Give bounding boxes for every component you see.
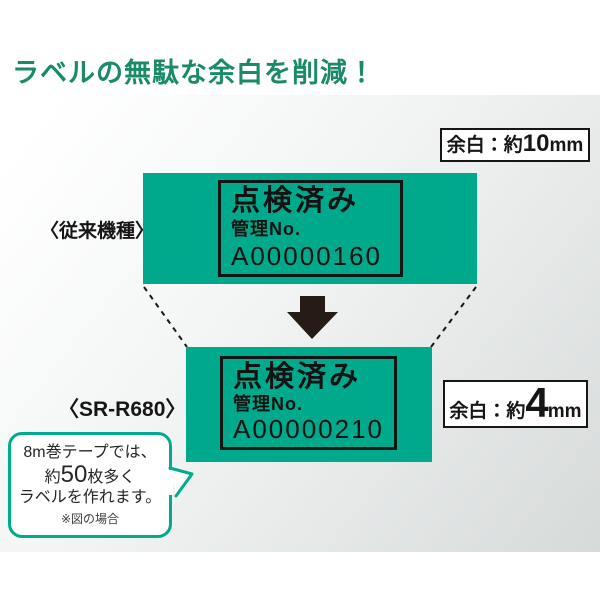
margin-note-old-unit: mm xyxy=(549,135,584,156)
bubble-tail-mask xyxy=(169,470,173,495)
label-old-line3: A00000160 xyxy=(231,240,383,271)
margin-note-old-prefix: 余白：約 xyxy=(446,135,523,156)
callout-line1: 8m巻テープでは、 xyxy=(23,444,157,461)
label-new-line1: 点検済み xyxy=(233,361,362,393)
machine-name-old: 〈従来機種〉 xyxy=(39,221,154,242)
margin-note-old-value: 10 xyxy=(522,130,550,157)
callout-bubble: 8m巻テープでは、 約50枚多く ラベルを作れます。 ※図の場合 xyxy=(8,432,172,538)
tape-new-model: 点検済み 管理No. A00000210 xyxy=(186,347,432,462)
margin-note-new-prefix: 余白：約 xyxy=(449,401,526,422)
margin-note-new-unit: mm xyxy=(547,401,582,422)
callout-line2-prefix: 約 xyxy=(44,469,61,486)
callout-line2-value: 50 xyxy=(60,461,88,488)
printed-label-new: 点検済み 管理No. A00000210 xyxy=(220,356,397,450)
label-new-line3: A00000210 xyxy=(233,413,385,444)
label-old-line1: 点検済み xyxy=(231,185,360,217)
printed-label-old: 点検済み 管理No. A00000160 xyxy=(218,180,403,277)
callout-line2: 約50枚多く xyxy=(45,463,136,488)
callout-note: ※図の場合 xyxy=(60,512,120,526)
page-title: ラベルの無駄な余白を削減！ xyxy=(12,58,376,88)
label-new-line2: 管理No. xyxy=(233,393,303,414)
machine-name-new: 〈SR-R680〉 xyxy=(58,398,187,421)
tape-old-model: 点検済み 管理No. A00000160 xyxy=(143,173,477,284)
bubble-tail-icon xyxy=(168,466,194,498)
callout-line2-suffix: 枚多く xyxy=(87,469,136,486)
callout-line3: ラベルを作れます。 xyxy=(18,489,162,506)
label-old-line2: 管理No. xyxy=(231,219,301,240)
margin-note-new-value: 4 xyxy=(525,379,548,426)
